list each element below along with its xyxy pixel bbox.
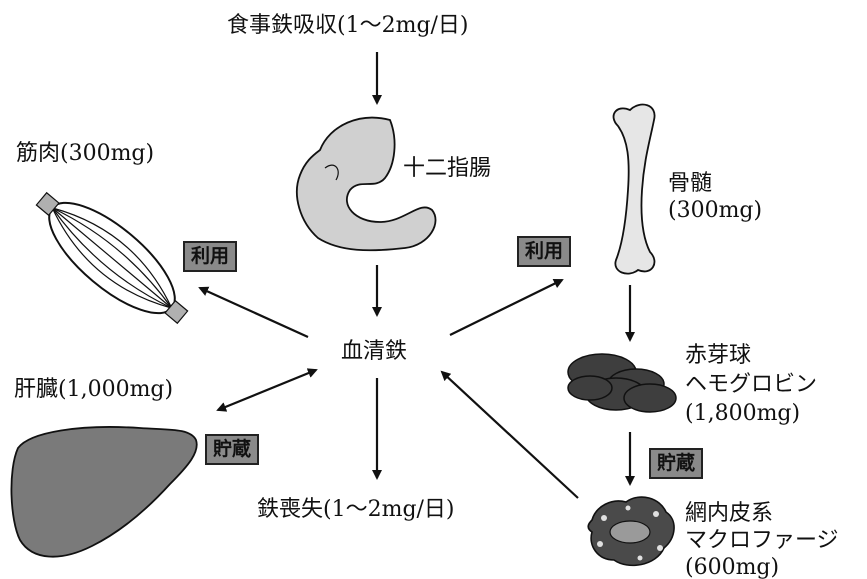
use-tag-right: 利用	[517, 236, 571, 267]
duodenum-label: 十二指腸	[403, 155, 491, 183]
liver-label: 肝臓(1,000mg)	[14, 376, 173, 404]
iron-loss-label: 鉄喪失(1～2mg/日)	[257, 496, 455, 524]
liver-illustration	[11, 427, 196, 557]
arrow-serum-to-muscle	[200, 288, 308, 337]
serum-iron-label: 血清鉄	[341, 338, 407, 366]
arrow-serum-liver-bidirectional	[218, 370, 316, 410]
bone-marrow-name-label: 骨髄	[668, 170, 712, 198]
use-tag-left: 利用	[183, 241, 237, 272]
muscle-label: 筋肉(300mg)	[16, 140, 154, 168]
storage-tag-right: 貯蔵	[649, 448, 703, 479]
bone-marrow-amount-label: (300mg)	[668, 197, 762, 225]
erythroblast-label: 赤芽球	[685, 342, 751, 370]
storage-tag-left: 貯蔵	[205, 434, 259, 465]
duodenum-illustration	[297, 118, 436, 251]
macrophage-illustration	[588, 497, 674, 565]
macrophage-label: マクロファージ	[685, 527, 839, 555]
erythroblast-amount-label: (1,800mg)	[685, 400, 800, 428]
muscle-illustration	[22, 176, 202, 340]
red-blood-cells-illustration	[568, 354, 676, 412]
reticulo-amount-label: (600mg)	[685, 554, 779, 579]
hemoglobin-label: ヘモグロビン	[685, 371, 817, 399]
bone-illustration	[614, 105, 655, 274]
dietary-absorption-label: 食事鉄吸収(1～2mg/日)	[227, 12, 469, 40]
arrow-macrophage-to-serum	[442, 372, 578, 498]
reticuloendothelial-label: 網内皮系	[685, 500, 773, 528]
arrow-serum-to-bone-marrow	[450, 280, 562, 335]
